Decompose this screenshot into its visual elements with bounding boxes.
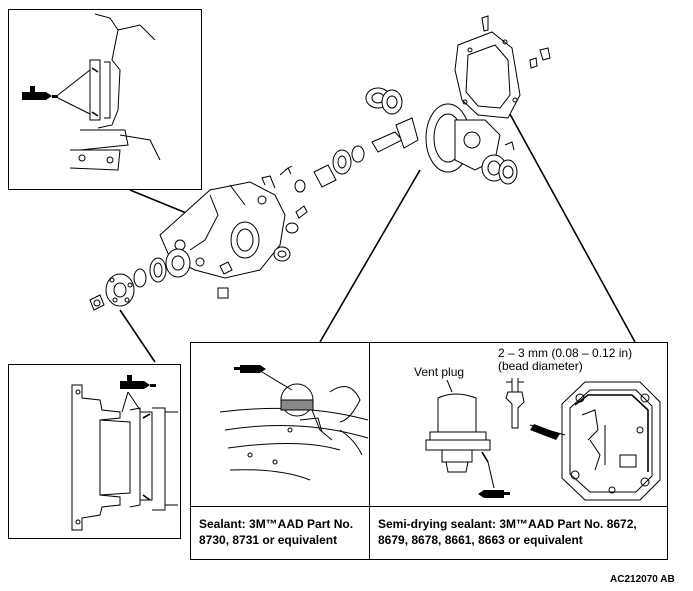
detail-frame-companion-flange bbox=[8, 364, 181, 539]
sealant-left-line1: Sealant: 3M™AAD Part No. bbox=[199, 517, 354, 531]
sealant-right-line2: 8679, 8678, 8661, 8663 or equivalent bbox=[378, 533, 583, 547]
detail-frame-housing-seal bbox=[8, 9, 202, 190]
bead-note-label: (bead diameter) bbox=[498, 359, 583, 373]
vent-plug-label: Vent plug bbox=[414, 365, 465, 379]
figure-id: AC212070 AB bbox=[610, 574, 675, 585]
callout-text-divider bbox=[190, 506, 668, 507]
sealant-right-line1: Semi-drying sealant: 3M™AAD Part No. 867… bbox=[378, 517, 637, 531]
bead-size-label: 2 – 3 mm (0.08 – 0.12 in) bbox=[498, 346, 633, 360]
sealant-left-line2: 8730, 8731 or equivalent bbox=[199, 533, 338, 547]
callout-divider bbox=[369, 342, 370, 560]
